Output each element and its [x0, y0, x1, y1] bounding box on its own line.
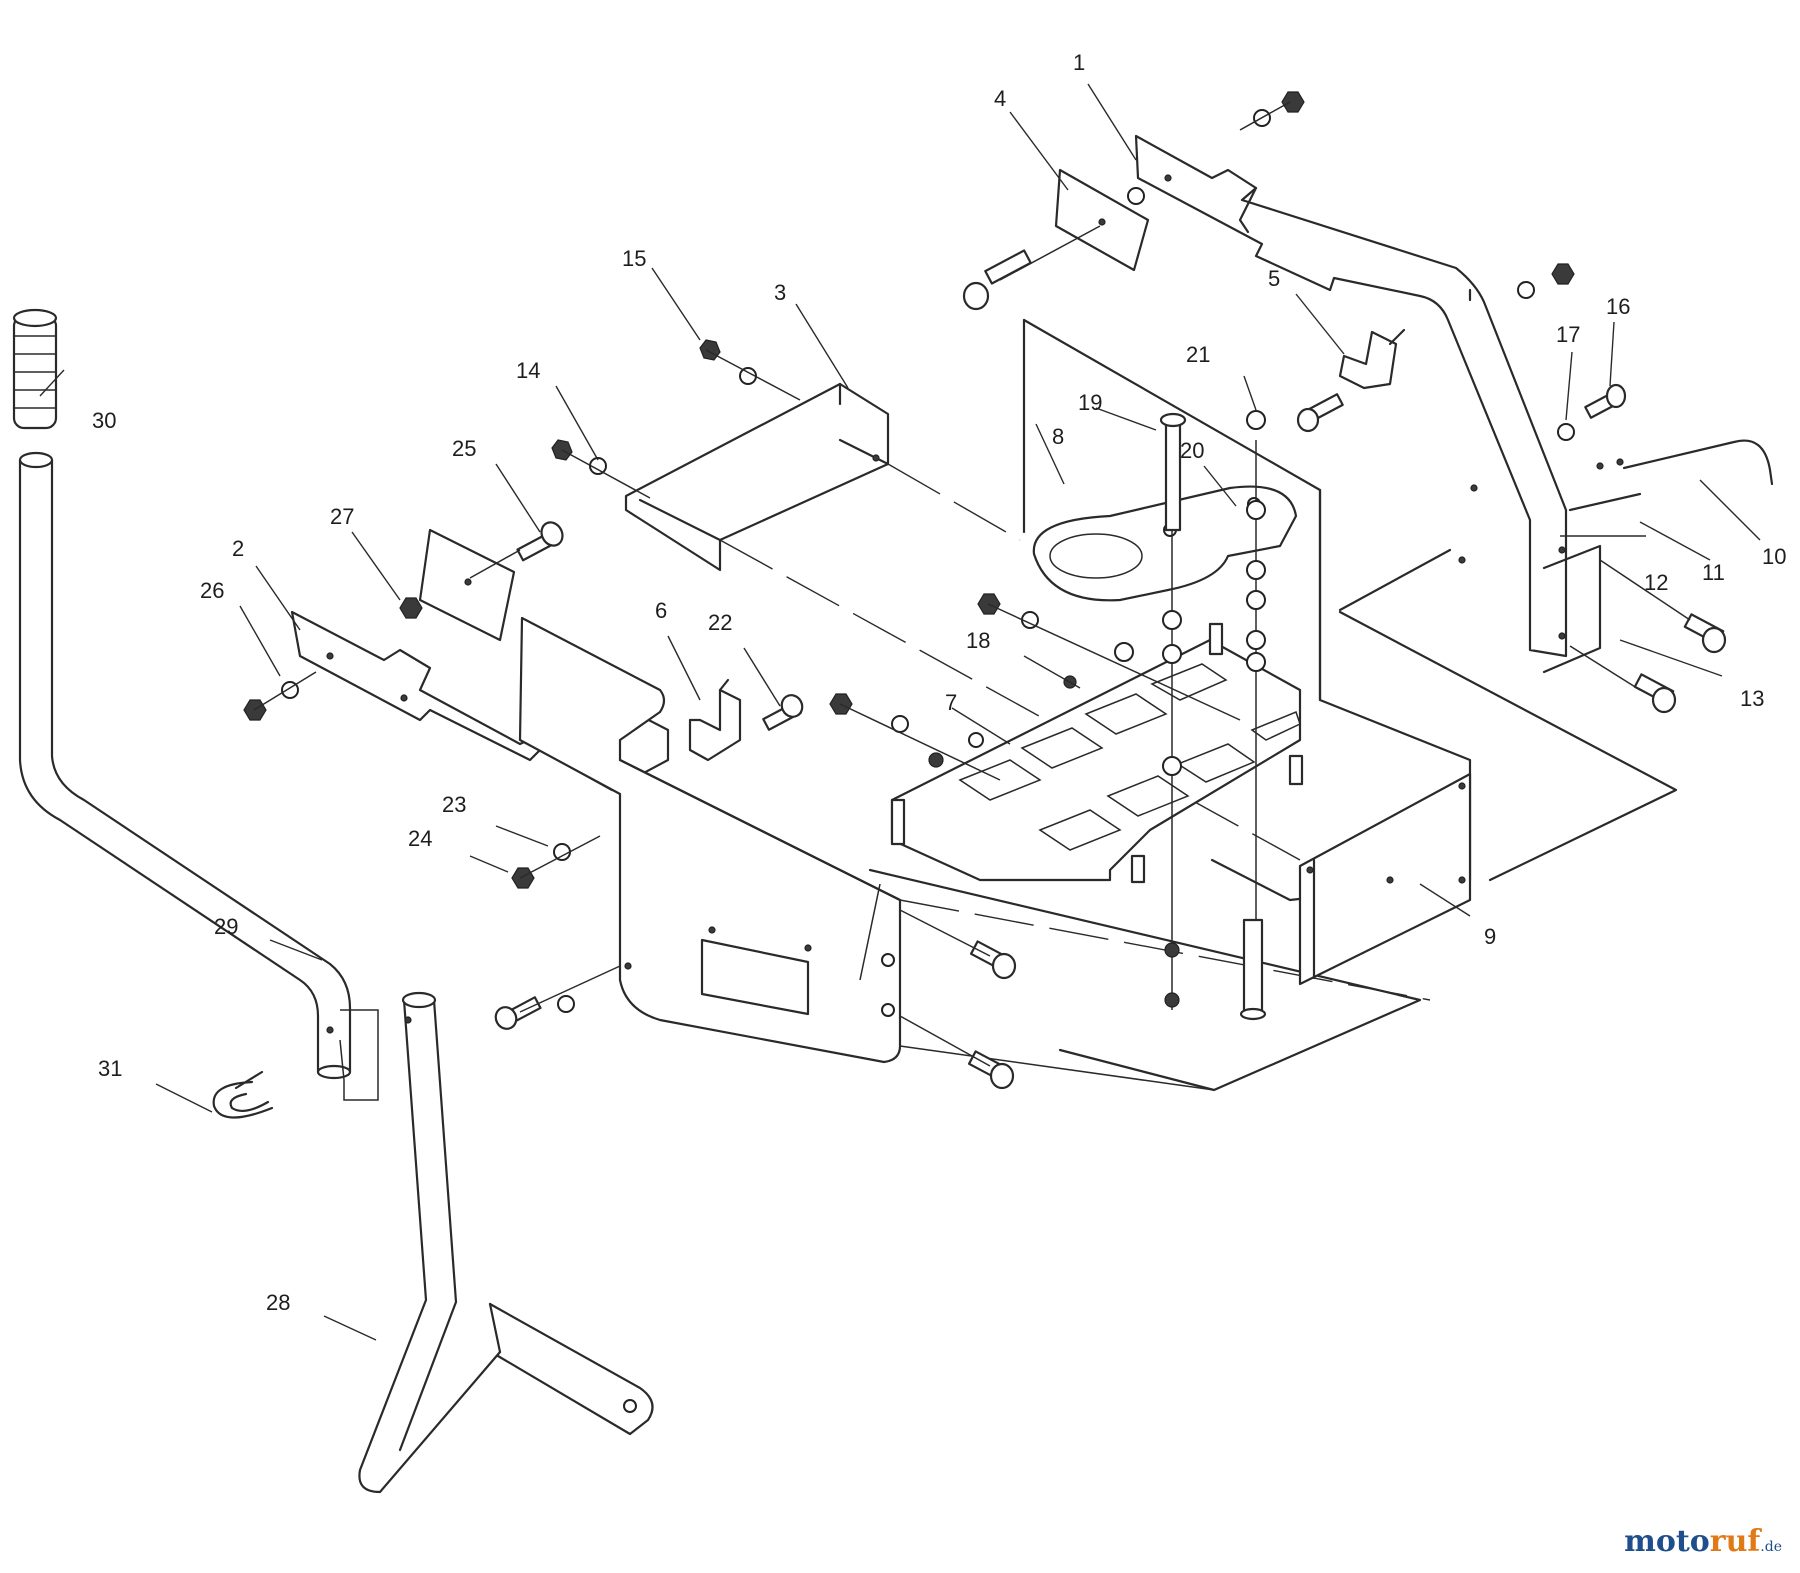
callout-5: 5 — [1268, 266, 1280, 291]
callout-19: 19 — [1078, 390, 1102, 415]
callout-7: 7 — [945, 690, 957, 715]
callout-6: 6 — [655, 598, 667, 623]
callout-17: 17 — [1556, 322, 1580, 347]
part-29-handle-tube — [18, 451, 379, 1101]
callout-8: 8 — [1052, 424, 1064, 449]
callout-12: 12 — [1644, 570, 1668, 595]
callout-16: 16 — [1606, 294, 1630, 319]
callout-20: 20 — [1180, 438, 1204, 463]
callout-31: 31 — [98, 1056, 122, 1081]
rear-frame — [868, 318, 1678, 1092]
callout-27: 27 — [330, 504, 354, 529]
callout-23: 23 — [442, 792, 466, 817]
part-27-plate — [418, 528, 516, 642]
fasteners — [243, 91, 1727, 1090]
part-31-clip — [212, 1070, 274, 1119]
callout-22: 22 — [708, 610, 732, 635]
callout-2: 2 — [232, 536, 244, 561]
part-3-cover — [624, 382, 1301, 861]
callout-26: 26 — [200, 578, 224, 603]
callout-9: 9 — [1484, 924, 1496, 949]
callout-28: 28 — [266, 1290, 290, 1315]
part-4-plate — [1054, 168, 1150, 272]
watermark-part-2: ruf — [1709, 1524, 1761, 1559]
callout-10: 10 — [1762, 544, 1786, 569]
callout-3: 3 — [774, 280, 786, 305]
part-10-u-rod — [1568, 439, 1774, 512]
part-30-grip — [12, 308, 58, 430]
leader-lines — [39, 83, 1761, 1341]
callout-24: 24 — [408, 826, 432, 851]
callout-labels: 1 2 3 4 5 6 7 8 9 10 11 12 13 14 15 16 1… — [92, 50, 1786, 1315]
part-28-lever — [358, 991, 654, 1494]
watermark-logo: motoruf.de — [1624, 1524, 1782, 1559]
callout-30: 30 — [92, 408, 116, 433]
vertical-bolts — [1159, 410, 1267, 1021]
watermark-part-3: .de — [1760, 1539, 1782, 1555]
callout-25: 25 — [452, 436, 476, 461]
callout-1: 1 — [1073, 50, 1085, 75]
part-5-bracket — [1338, 328, 1406, 390]
callout-29: 29 — [214, 914, 238, 939]
part-7-deck-plate — [890, 622, 1304, 884]
callout-13: 13 — [1740, 686, 1764, 711]
main-frame — [518, 616, 1431, 1091]
right-bar — [1458, 484, 1602, 674]
callout-4: 4 — [994, 86, 1006, 111]
watermark-part-1: moto — [1624, 1524, 1710, 1559]
callout-15: 15 — [622, 246, 646, 271]
callout-18: 18 — [966, 628, 990, 653]
callout-11: 11 — [1702, 560, 1725, 585]
callout-14: 14 — [516, 358, 540, 383]
part-9-panel — [1298, 772, 1472, 986]
part-6-small-bracket — [688, 678, 742, 762]
callout-21: 21 — [1186, 342, 1210, 367]
part-1-right-arm — [1134, 134, 1568, 658]
